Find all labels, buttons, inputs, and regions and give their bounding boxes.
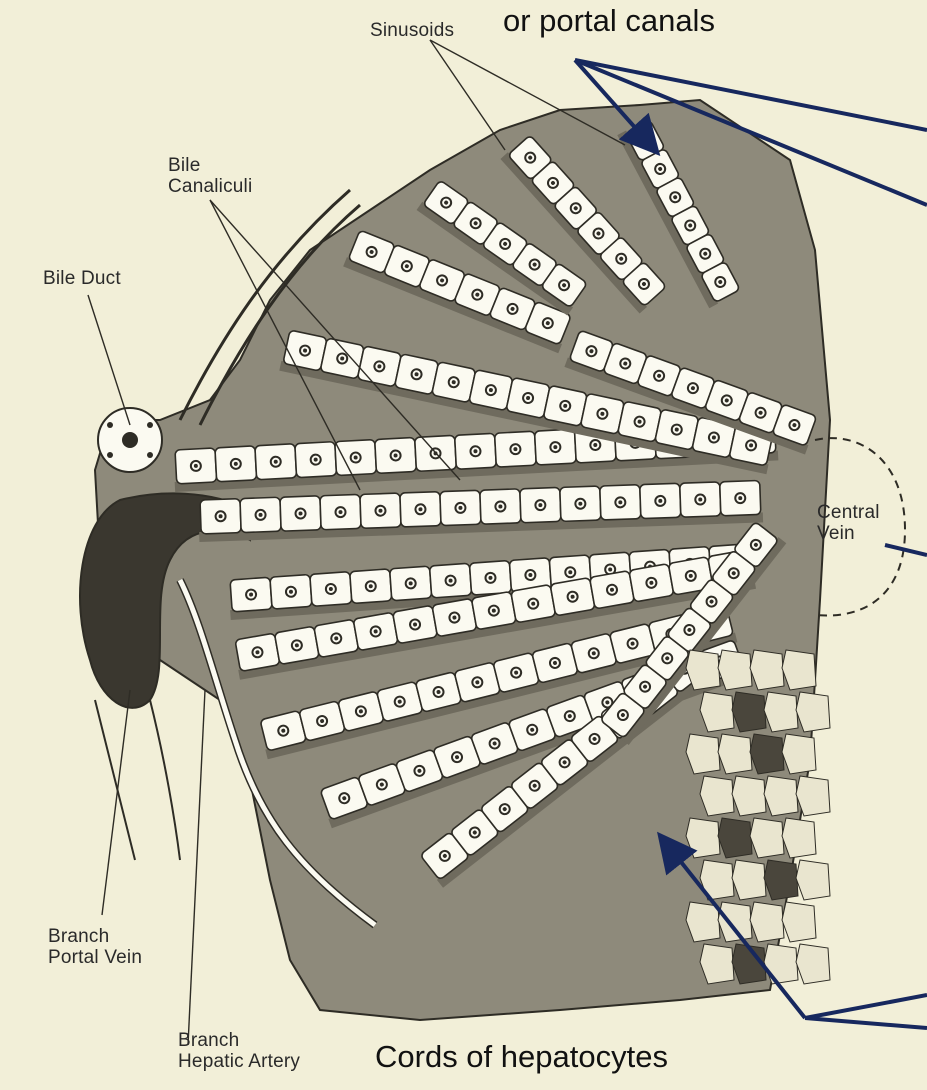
portal-canals-label: or portal canals xyxy=(503,4,715,39)
branch-hepatic-artery-line1: Branch xyxy=(178,1030,300,1051)
bile-duct-label: Bile Duct xyxy=(43,268,121,289)
central-vein-line1: Central xyxy=(817,502,880,523)
bile-canaliculi-label: Bile Canaliculi xyxy=(168,155,252,198)
branch-portal-vein-line1: Branch xyxy=(48,926,142,947)
cords-of-hepatocytes-label: Cords of hepatocytes xyxy=(375,1040,668,1075)
branch-portal-vein-line2: Portal Vein xyxy=(48,947,142,968)
bile-duct-cluster xyxy=(98,408,162,472)
bile-canaliculi-line1: Bile xyxy=(168,155,252,176)
central-vein-label: Central Vein xyxy=(817,502,880,545)
central-vein-line2: Vein xyxy=(817,523,880,544)
branch-portal-vein-label: Branch Portal Vein xyxy=(48,926,142,969)
bile-canaliculi-line2: Canaliculi xyxy=(168,176,252,197)
branch-hepatic-artery-label: Branch Hepatic Artery xyxy=(178,1030,300,1073)
sinusoids-label: Sinusoids xyxy=(370,20,454,41)
branch-hepatic-artery-line2: Hepatic Artery xyxy=(178,1051,300,1072)
